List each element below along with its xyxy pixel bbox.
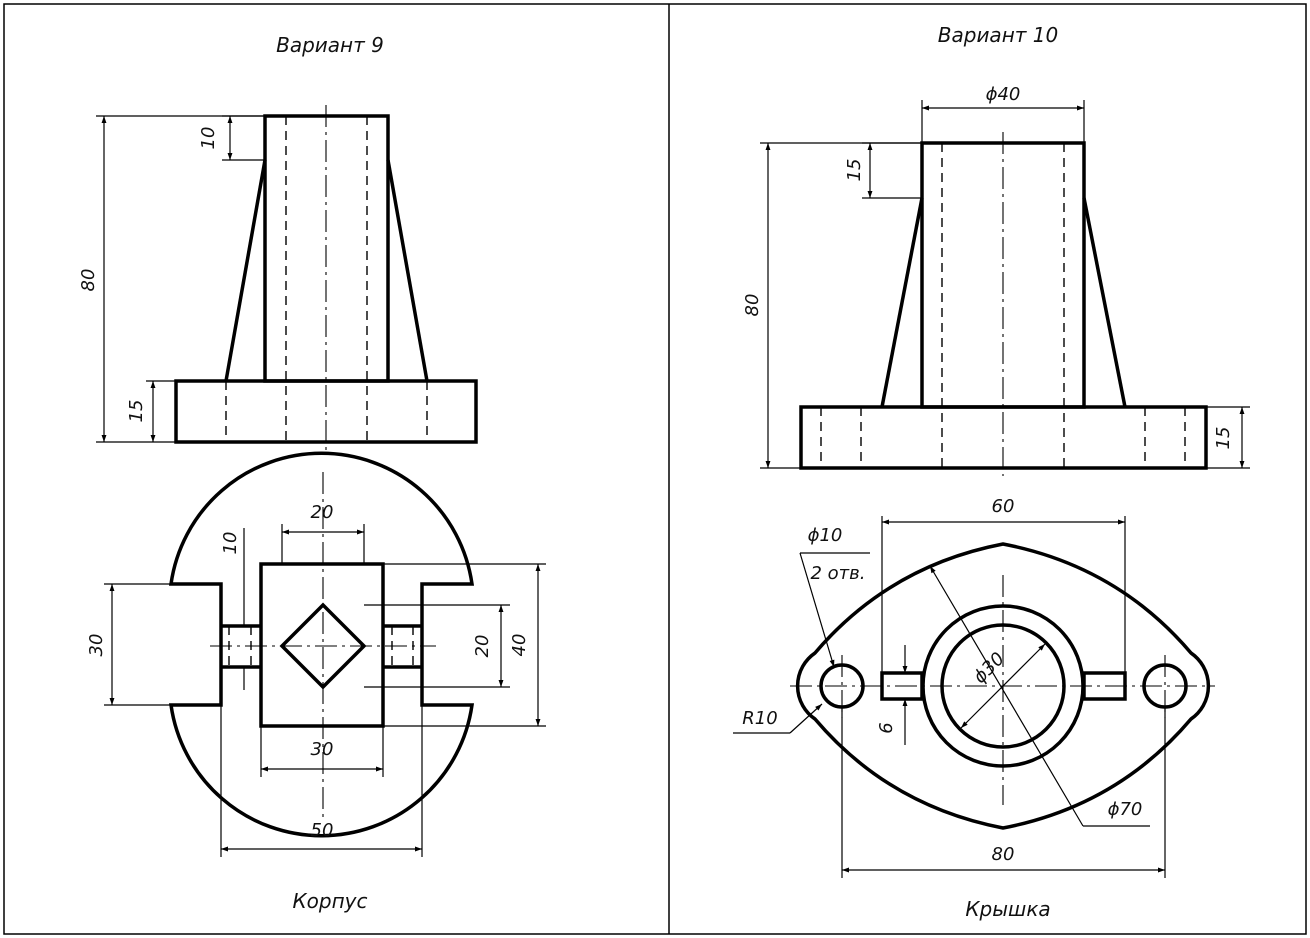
- dim-slot: 10: [220, 532, 241, 555]
- dim-base-r: 15: [1213, 427, 1234, 450]
- variant-10-front-view: ϕ40 15 80 15: [742, 84, 1250, 476]
- dim-rib-width: 6: [876, 722, 897, 733]
- sheet-border: [3, 3, 1307, 935]
- dim-base: 15: [126, 400, 147, 423]
- dim-overall-width: 50: [311, 820, 334, 841]
- dim-square-width: 20: [311, 502, 334, 523]
- rib-right: [386, 159, 429, 382]
- boss-square: [259, 562, 385, 728]
- dim-body-width: 30: [311, 739, 334, 760]
- variant-10-title: Вариант 10: [938, 23, 1058, 47]
- variant-10-top-view: 60 ϕ10 2 отв. R10 ϕ30 ϕ70 6: [733, 496, 1215, 878]
- part-name-korpus: Корпус: [292, 889, 367, 913]
- part-name-kryshka: Крышка: [965, 897, 1050, 921]
- dim-overall-width-r: 80: [992, 844, 1015, 865]
- dim-outer-height: 40: [509, 634, 530, 657]
- dim-slot-height: 30: [86, 634, 107, 657]
- rib-left: [224, 159, 267, 382]
- dim-hole-diameter: ϕ10: [808, 525, 843, 546]
- dim-inner-height: 20: [472, 635, 493, 658]
- dim-height: 80: [78, 269, 99, 292]
- dim-top-step-r: 15: [844, 159, 865, 182]
- dim-top-diameter: ϕ40: [986, 84, 1021, 105]
- dim-radius: R10: [742, 708, 777, 729]
- variant-10-panel: Вариант 10 ϕ40 15: [733, 23, 1250, 921]
- holes-count: 2 отв.: [810, 563, 865, 584]
- dim-top-step: 10: [198, 127, 219, 150]
- variant-9-panel: Вариант 9 10 80 15: [78, 33, 546, 913]
- dim-height-r: 80: [742, 294, 763, 317]
- variant-9-front-view: 10 80 15: [78, 105, 478, 450]
- flange-outline-r: [795, 542, 1211, 830]
- dim-hole-spacing: 60: [992, 496, 1015, 517]
- variant-9-title: Вариант 9: [276, 33, 384, 57]
- flange-outline: [168, 451, 475, 838]
- dim-boss-diameter: ϕ70: [1108, 799, 1143, 820]
- variant-9-top-view: 20 10 30 20 40 30: [86, 451, 546, 857]
